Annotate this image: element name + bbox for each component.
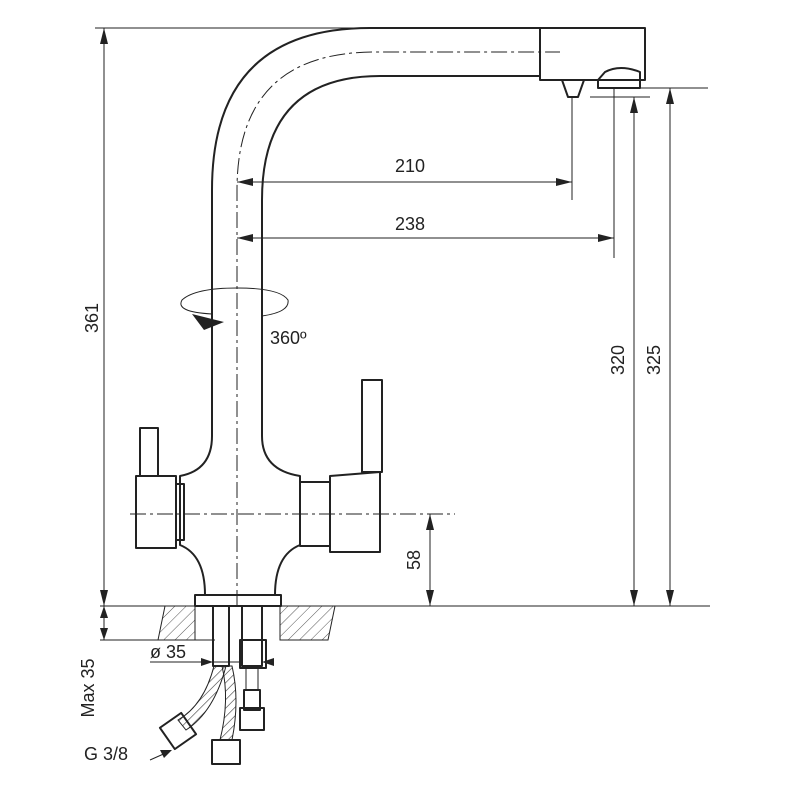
- rotation-arrow-head: [192, 314, 224, 330]
- arrow-361-bottom: [100, 590, 108, 606]
- arrow-210-left: [237, 178, 253, 186]
- label-rotation: 360º: [270, 328, 307, 348]
- counter-section-right: [279, 605, 336, 641]
- mount-nut: [239, 639, 267, 669]
- label-max-thickness: Max 35: [78, 658, 98, 717]
- rotation-arc: [180, 287, 289, 317]
- braided-hose-1: [177, 665, 227, 731]
- arrow-320-top: [630, 97, 638, 113]
- counter-section-left: [157, 605, 196, 641]
- aerator-left: [561, 79, 585, 98]
- label-height-320: 320: [608, 345, 628, 375]
- arrow-thread: [160, 750, 172, 758]
- left-valve-ring: [175, 483, 185, 541]
- arrow-325-top: [666, 88, 674, 104]
- label-diameter: ø 35: [150, 642, 186, 662]
- arrow-210-right: [556, 178, 572, 186]
- arrow-238-right: [598, 234, 614, 242]
- aerator-right-base: [597, 79, 641, 89]
- arrow-diameter-left: [201, 658, 213, 666]
- hose-nut-2: [211, 739, 241, 765]
- faucet-base: [194, 594, 282, 607]
- right-valve-housing: [329, 471, 381, 553]
- label-total-height: 361: [82, 303, 102, 333]
- faucet-main-body: [179, 435, 301, 596]
- arrow-238-left: [237, 234, 253, 242]
- spout-center-line: [236, 51, 560, 606]
- mount-stud-left: [212, 605, 230, 667]
- arrow-58-bottom: [426, 590, 434, 606]
- left-valve-housing: [135, 475, 177, 549]
- label-reach-210: 210: [395, 156, 425, 176]
- label-thread: G 3/8: [84, 744, 128, 764]
- arrow-max35-bottom: [100, 628, 108, 640]
- label-reach-238: 238: [395, 214, 425, 234]
- arrow-58-top: [426, 514, 434, 530]
- dimension-lines: [95, 27, 708, 761]
- arrow-325-bottom: [666, 590, 674, 606]
- mount-stud-right: [241, 605, 263, 667]
- center-lines: [130, 51, 560, 606]
- right-handle: [361, 379, 383, 473]
- faucet-body: [135, 27, 646, 607]
- arrow-max35-top: [100, 606, 108, 618]
- label-handle-height: 58: [404, 550, 424, 570]
- hose-3-sleeve: [243, 689, 261, 711]
- arrow-320-bottom: [630, 590, 638, 606]
- arrow-361-top: [100, 28, 108, 44]
- hose-nut-3: [239, 707, 265, 731]
- left-handle: [139, 427, 159, 477]
- dimension-labels: 361 210 238 360º 320 325 58 ø 35 Max 35 …: [78, 156, 664, 764]
- spout-tube: [211, 27, 646, 436]
- arrow-diameter-right: [262, 658, 274, 666]
- hose-nut-1: [158, 711, 198, 751]
- supply-hoses: [158, 605, 267, 765]
- countertop: [100, 605, 710, 641]
- aerator-right: [597, 67, 641, 81]
- label-height-325: 325: [644, 345, 664, 375]
